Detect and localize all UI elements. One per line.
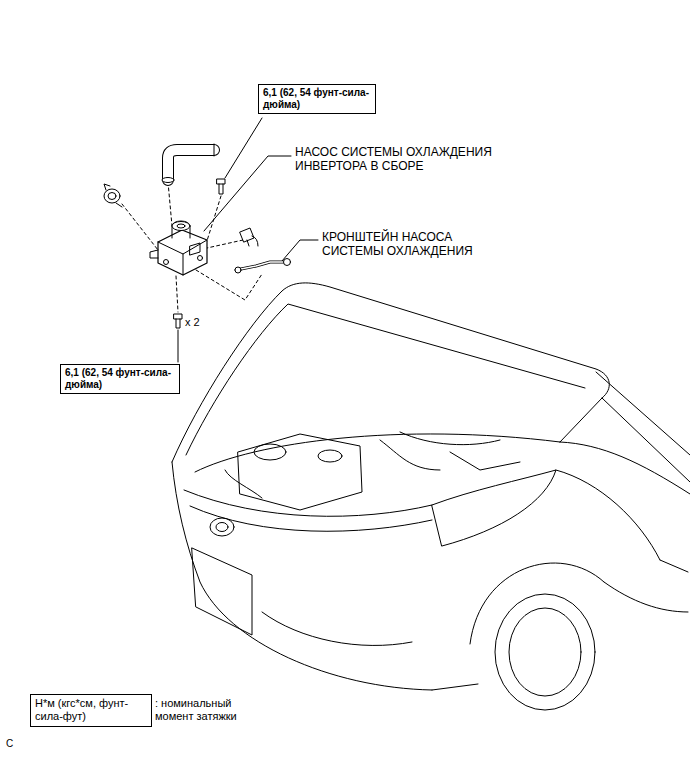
node-text: 6,1 (62, 54 фунт-сила-дюйма)	[263, 87, 371, 110]
quantity: x 2	[185, 316, 225, 329]
assembly-lines	[122, 182, 262, 312]
clamp	[104, 184, 122, 207]
leader-line	[204, 156, 291, 231]
part-name: НАСОС СИСТЕМЫ ОХЛАЖДЕНИЯ ИНВЕРТОРА В СБО…	[295, 145, 510, 174]
node-text: 6,1 (62, 54 фунт-сила-дюйма)	[65, 367, 175, 390]
torque-box: 6,1 (62, 54 фунт-сила-дюйма)	[258, 84, 376, 114]
legend-box: Н*м (кгс*см, фунт-сила-фут)	[30, 694, 152, 727]
leader-line	[178, 330, 179, 362]
part-name: КРОНШТЕЙН НАСОСА СИСТЕМЫ ОХЛАЖДЕНИЯ	[322, 230, 487, 259]
pump-bracket	[235, 259, 291, 274]
inverter-cooling-pump	[150, 221, 207, 275]
legend-note: : номинальный момент затяжки	[155, 697, 265, 723]
leader-line	[282, 240, 318, 261]
node-text: Н*м (кгс*см, фунт-сила-фут)	[35, 697, 147, 722]
figure-code: C	[6, 738, 26, 750]
torque-box: 6,1 (62, 54 фунт-сила-дюйма)	[60, 364, 180, 394]
bolt	[174, 314, 182, 328]
connector	[240, 228, 258, 246]
car-body	[172, 283, 690, 710]
bolt	[217, 179, 225, 194]
hose	[162, 144, 214, 183]
